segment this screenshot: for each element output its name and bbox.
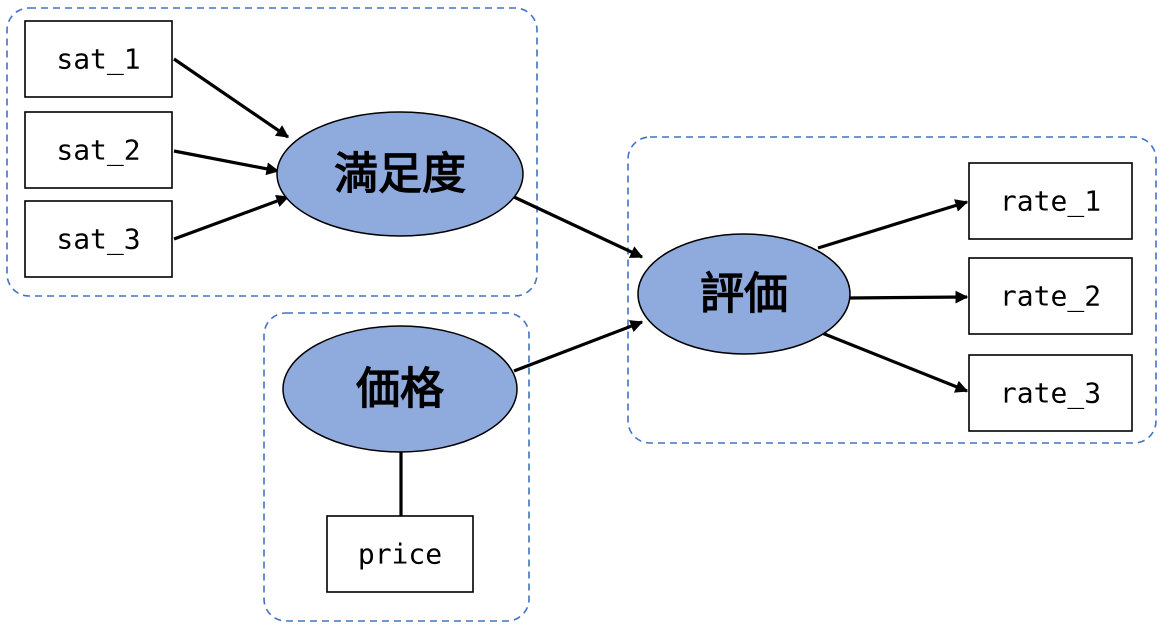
observed-rate-3: rate_3	[968, 354, 1133, 432]
rate-1-box	[968, 162, 1133, 240]
rate-2-label: rate_2	[1000, 280, 1101, 314]
observed-sat-2: sat_2	[24, 111, 173, 189]
sat-1-label: sat_1	[56, 43, 140, 77]
price-label: price	[358, 538, 442, 571]
sat-2-box	[24, 111, 173, 189]
rate-2-box	[968, 257, 1133, 335]
observed-sat-3: sat_3	[24, 200, 173, 278]
rate-3-label: rate_3	[1000, 377, 1101, 411]
price-latent-label: 価格	[355, 364, 445, 415]
observed-sat-1: sat_1	[24, 20, 173, 98]
edges-layer	[173, 57, 969, 516]
evaluation-label: 評価	[700, 269, 788, 320]
edge-sat2-to-satisfaction	[173, 149, 280, 176]
sat-1-box	[24, 20, 173, 98]
edge-evaluation-to-rate1	[817, 199, 969, 250]
rate-1-label: rate_1	[1000, 185, 1101, 219]
sat-3-label: sat_3	[56, 223, 140, 257]
satisfaction-ellipse	[276, 111, 524, 237]
edge-satisfaction-to-evaluation	[513, 195, 644, 259]
evaluation-group-frame	[627, 136, 1157, 444]
latent-evaluation: 評価	[637, 233, 851, 355]
sat-3-box	[24, 200, 173, 278]
edge-evaluation-to-rate2	[848, 290, 969, 304]
observed-price: price	[326, 515, 474, 593]
sat-2-label: sat_2	[56, 134, 140, 168]
rate-3-box	[968, 354, 1133, 432]
observed-rate-1: rate_1	[968, 162, 1133, 240]
price-group-frame	[263, 312, 530, 622]
edge-price-latent-to-evaluation	[513, 320, 644, 373]
satisfaction-label: 満足度	[334, 149, 466, 200]
evaluation-ellipse	[637, 233, 851, 355]
edge-evaluation-to-rate3	[821, 331, 969, 393]
latent-price: 価格	[282, 325, 518, 453]
latent-satisfaction: 満足度	[276, 111, 524, 237]
price-latent-ellipse	[282, 325, 518, 453]
edge-sat1-to-satisfaction	[173, 57, 290, 139]
price-box	[326, 515, 474, 593]
satisfaction-group-frame	[6, 7, 538, 297]
observed-rate-2: rate_2	[968, 257, 1133, 335]
edge-sat3-to-satisfaction	[173, 194, 290, 241]
